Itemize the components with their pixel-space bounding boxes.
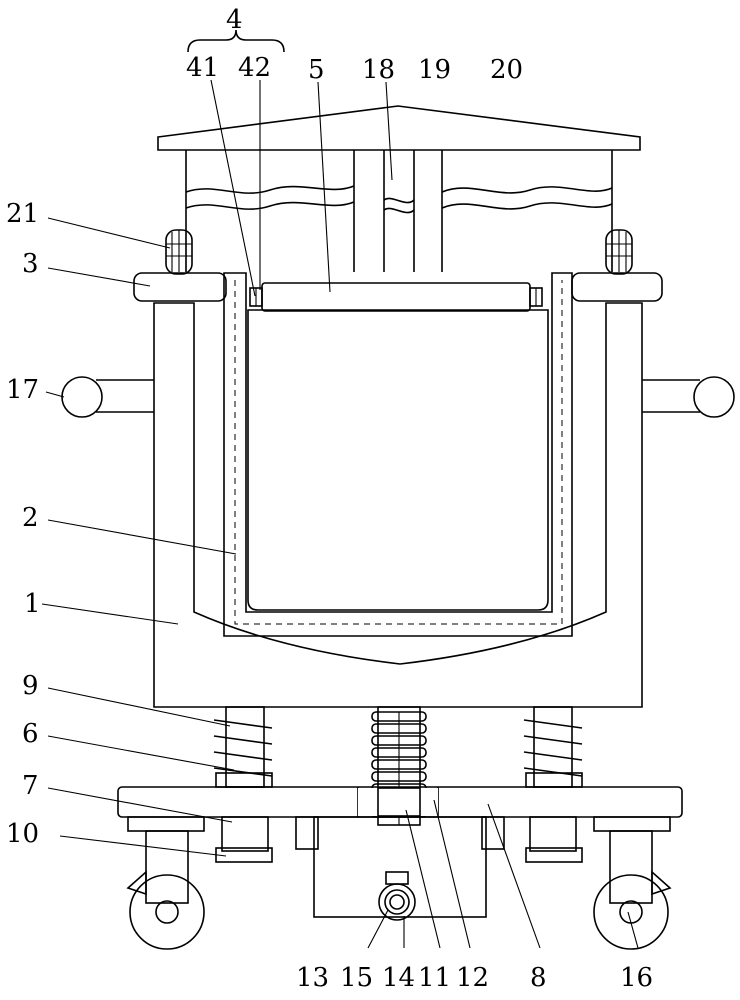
label-10: 10: [6, 819, 39, 849]
label-15: 15: [340, 963, 373, 993]
lid-knob-left: [165, 229, 193, 275]
caster-right: [593, 816, 672, 950]
central-shaft: [383, 150, 415, 272]
label-6: 6: [22, 719, 39, 749]
lid-knob-right: [605, 229, 633, 275]
outer-body: [153, 302, 643, 708]
caster-left: [126, 816, 205, 950]
side-handle-right: [642, 376, 735, 418]
filter-plate: [261, 282, 531, 312]
label-5: 5: [308, 55, 325, 85]
spring-post-right: [523, 706, 583, 788]
label-12: 12: [456, 963, 489, 993]
lower-leg-right: [525, 816, 583, 863]
label-41: 41: [186, 53, 219, 83]
label-21: 21: [6, 199, 39, 229]
filter-basket: [247, 309, 549, 611]
label-8: 8: [530, 963, 547, 993]
side-handle-left: [61, 376, 154, 418]
drain-valve: [378, 871, 416, 921]
roof-cover: [157, 105, 641, 151]
label-18: 18: [362, 55, 395, 85]
label-17: 17: [6, 375, 39, 405]
label-16: 16: [620, 963, 653, 993]
upper-housing: [185, 150, 613, 272]
leader-lines: [41, 29, 639, 949]
label-13: 13: [296, 963, 329, 993]
label-14: 14: [382, 963, 415, 993]
inner-liner: [223, 272, 573, 637]
reference-labels: 4 41 42 5 18 19 20 21 3 17 2 1 9 6 7 10 …: [6, 5, 653, 993]
lower-leg-left: [215, 816, 273, 863]
label-1: 1: [24, 589, 41, 619]
label-42: 42: [238, 53, 271, 83]
label-7: 7: [22, 771, 39, 801]
plate-clip-left: [249, 287, 263, 307]
label-20: 20: [490, 55, 523, 85]
spring-post-left: [213, 706, 273, 788]
plate-clip-right: [529, 287, 543, 307]
lid-plate: [133, 272, 663, 302]
base-plate: [117, 786, 683, 818]
label-2: 2: [22, 503, 39, 533]
label-11: 11: [418, 963, 451, 993]
label-9: 9: [22, 671, 39, 701]
collection-box: [295, 816, 505, 918]
label-3: 3: [22, 249, 39, 279]
label-4: 4: [226, 5, 243, 35]
label-19: 19: [418, 55, 451, 85]
